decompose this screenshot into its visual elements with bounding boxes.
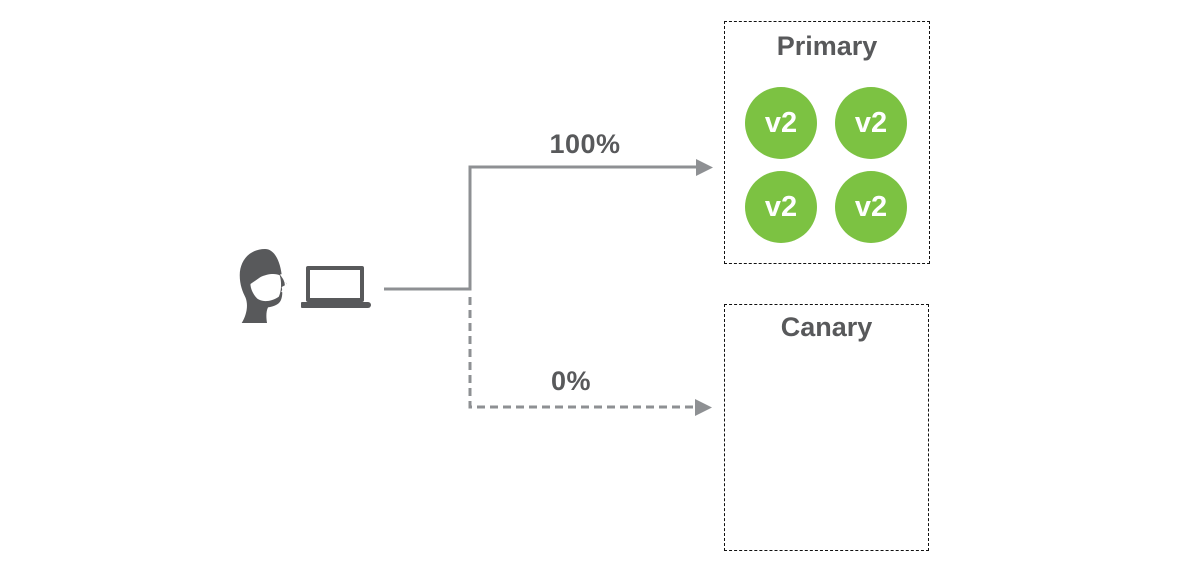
user-mask-icon bbox=[239, 248, 287, 324]
canary-group-box: Canary bbox=[724, 304, 929, 551]
instance-circle: v2 bbox=[835, 87, 907, 159]
traffic-line-solid bbox=[384, 165, 697, 291]
instance-label: v2 bbox=[764, 106, 798, 139]
route-label-primary: 100% bbox=[549, 129, 621, 159]
route-label-canary: 0% bbox=[550, 366, 592, 396]
primary-group-title: Primary bbox=[776, 31, 878, 61]
laptop-screen bbox=[306, 266, 364, 302]
arrowhead-solid bbox=[696, 159, 713, 176]
instance-label: v2 bbox=[854, 190, 888, 223]
instance-circle: v2 bbox=[835, 171, 907, 243]
primary-group-box: Primary bbox=[724, 21, 930, 264]
arrowhead-dashed bbox=[695, 399, 712, 416]
mask-shape bbox=[250, 274, 282, 302]
instance-circle: v2 bbox=[745, 171, 817, 243]
instance-label: v2 bbox=[854, 106, 888, 139]
nose-outline bbox=[280, 273, 287, 293]
laptop-base bbox=[301, 302, 371, 308]
instance-circle: v2 bbox=[745, 87, 817, 159]
laptop-icon bbox=[301, 266, 371, 308]
instance-label: v2 bbox=[764, 190, 798, 223]
canary-group-title: Canary bbox=[780, 312, 873, 342]
